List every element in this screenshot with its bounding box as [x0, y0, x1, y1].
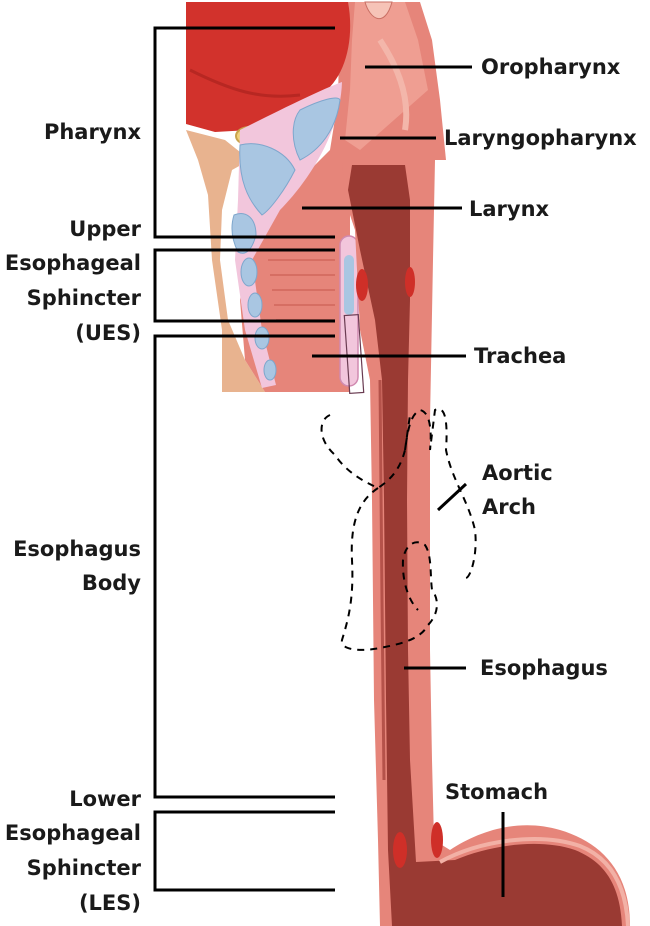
les-muscle-right: [431, 822, 443, 858]
tracheal-ring-2: [247, 292, 263, 318]
aortic-arch-outline: [320, 408, 477, 579]
label-laryngopharynx: Laryngopharynx: [444, 126, 637, 150]
label-larynx: Larynx: [469, 197, 550, 221]
label-stomach: Stomach: [445, 780, 548, 804]
stomach-rim: [439, 837, 630, 926]
label-body-line-1: Esophagus: [13, 537, 141, 561]
anatomy-illustration: [186, 1, 630, 926]
ues-muscle-right: [405, 267, 415, 297]
epiglottis-cartilage: [292, 97, 341, 161]
label-les-line-3: Sphincter: [27, 856, 142, 880]
neck-outer-tissue: [186, 130, 265, 392]
oropharynx-tissue: [345, 2, 428, 150]
ues-muscle-left: [356, 269, 368, 301]
label-body-line-2: Body: [82, 571, 141, 595]
esophagus-outer-wall: [342, 160, 630, 926]
cricopharyngeus-outline: [343, 313, 365, 395]
ues-bracket: [153, 248, 335, 323]
tongue-muscle: [186, 2, 351, 132]
esophagus-lumen: [348, 165, 622, 926]
label-les-line-4: (LES): [79, 891, 141, 915]
les-muscle-left: [393, 832, 407, 868]
label-ues-line-4: (UES): [75, 321, 141, 345]
label-pharynx: Pharynx: [44, 120, 142, 144]
label-les-line-2: Esophageal: [5, 821, 141, 845]
label-aortic-arch-line-1: Aortic: [482, 461, 553, 485]
cricopharyngeus-inner: [344, 255, 354, 315]
label-aortic-arch-line-2: Arch: [482, 495, 536, 519]
aortic-arch-descending: [340, 487, 438, 651]
aortic-arch-branch: [404, 414, 411, 451]
label-les-line-1: Lower: [69, 787, 141, 811]
oropharynx-streak: [377, 38, 410, 131]
epiglottis-fold: [364, 1, 393, 19]
right-labels: Oropharynx Laryngopharynx Larynx Trachea…: [444, 55, 637, 804]
tracheal-ring-4: [263, 359, 277, 381]
left-labels: Pharynx Upper Esophageal Sphincter (UES)…: [5, 120, 142, 915]
thyroid-cartilage: [239, 143, 296, 216]
tracheal-ring-3: [254, 326, 270, 350]
tongue-muscle-shade: [189, 68, 301, 98]
esophagus-highlight: [378, 379, 386, 781]
leader-lines: [153, 26, 505, 897]
aortic-arch-leader: [436, 482, 468, 512]
label-ues-line-3: Sphincter: [27, 286, 142, 310]
les-bracket: [153, 810, 335, 892]
pharynx-bracket: [153, 26, 335, 239]
label-trachea: Trachea: [474, 344, 566, 368]
label-oropharynx: Oropharynx: [481, 55, 621, 79]
tracheal-ring-1: [240, 257, 258, 287]
label-ues-line-1: Upper: [69, 217, 141, 241]
body-bracket: [153, 334, 335, 799]
label-ues-line-2: Esophageal: [5, 251, 141, 275]
label-esophagus: Esophagus: [480, 656, 608, 680]
